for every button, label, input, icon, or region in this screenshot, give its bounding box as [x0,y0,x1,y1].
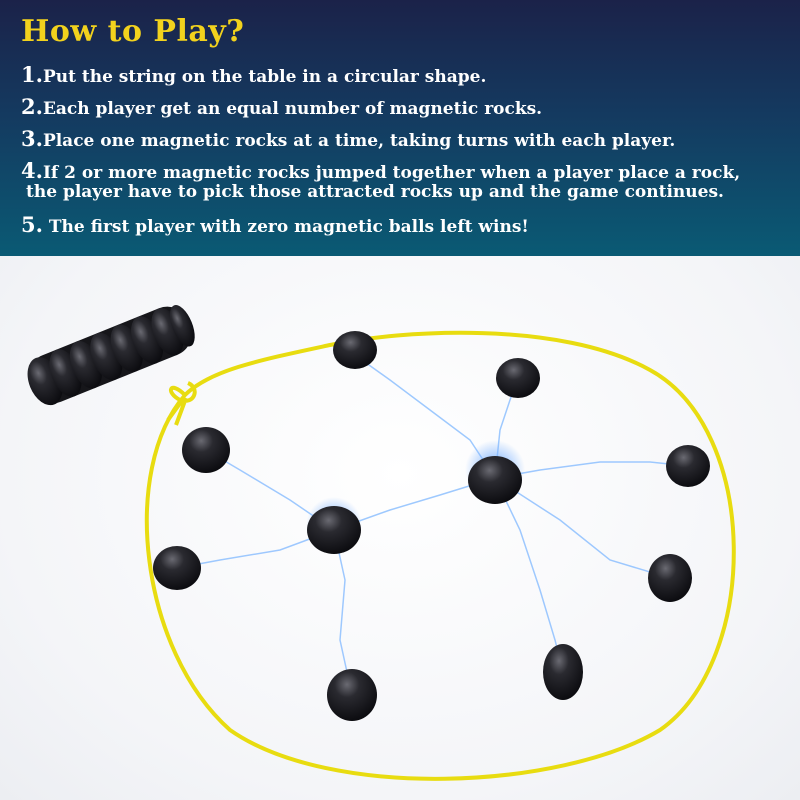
step-1: 1.Put the string on the table in a circu… [21,62,486,87]
rock [327,669,377,721]
magnet-stack [27,305,195,406]
step-number: 2. [21,94,43,119]
rock [648,554,692,602]
magnetic-sparks [176,354,689,696]
rock [153,546,201,590]
step-text: Place one magnetic rocks at a time, taki… [42,131,676,151]
magnetic-rocks [153,331,710,721]
step-text: Put the string on the table in a circula… [42,67,487,87]
rock [182,427,230,473]
rock [496,358,540,398]
step-number: 1. [21,62,43,87]
step-number: 5. [21,212,43,237]
string-knot [166,381,197,426]
step-number: 3. [21,126,43,151]
step-text: The first player with zero magnetic ball… [42,217,529,237]
step-3: 3.Place one magnetic rocks at a time, ta… [21,126,675,151]
step-number: 4. [21,158,43,183]
step-4-continued: the player have to pick those attracted … [26,182,724,202]
rock [333,331,377,369]
rock [307,506,361,554]
instructions-banner: How to Play? 1.Put the string on the tab… [0,0,800,256]
rock [666,445,710,487]
step-text: Each player get an equal number of magne… [42,99,543,119]
step-4: 4.If 2 or more magnetic rocks jumped tog… [21,158,740,183]
page-title: How to Play? [21,14,245,49]
step-5: 5. The first player with zero magnetic b… [21,212,529,237]
rock [543,644,583,700]
step-text: If 2 or more magnetic rocks jumped toget… [42,163,741,183]
step-2: 2.Each player get an equal number of mag… [21,94,542,119]
rock [468,456,522,504]
yellow-string [144,330,736,781]
